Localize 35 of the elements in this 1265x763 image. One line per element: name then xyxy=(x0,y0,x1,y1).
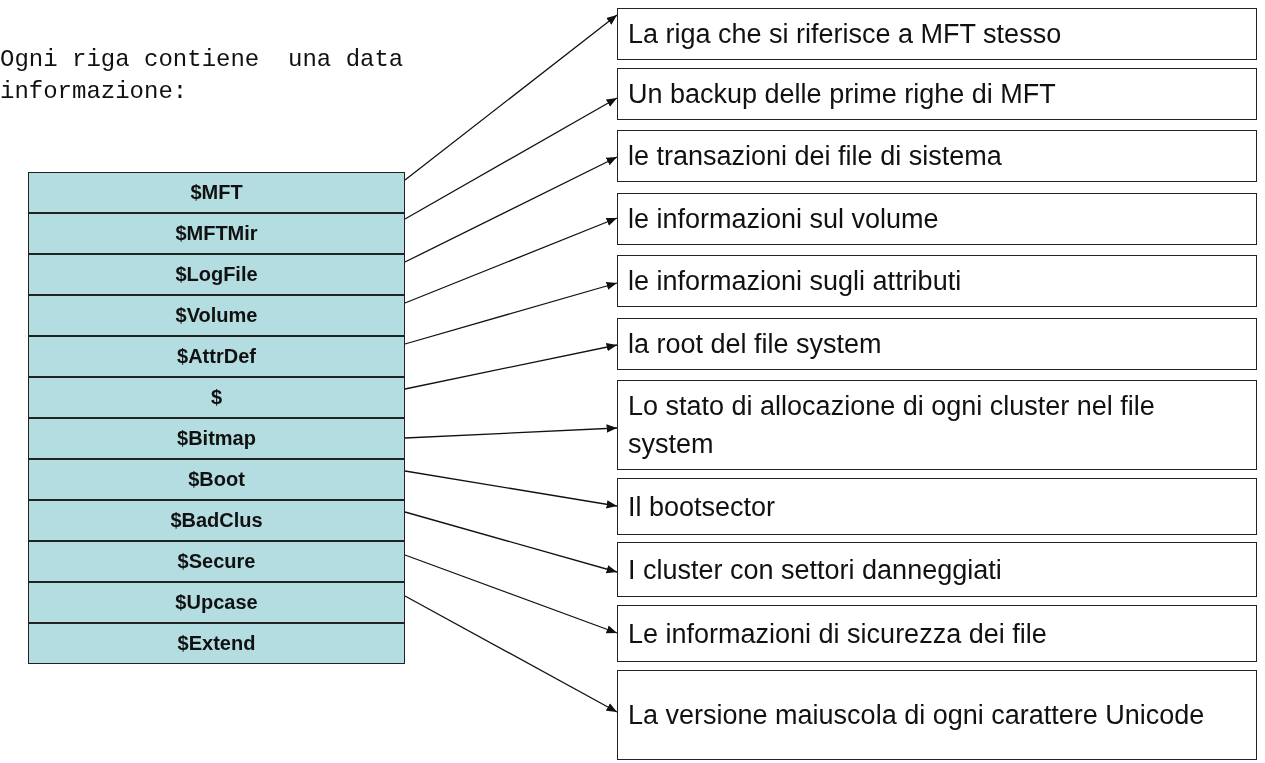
arrow xyxy=(404,470,618,509)
arrow xyxy=(404,14,618,181)
intro-text: Ogni riga contiene una data informazione: xyxy=(0,45,405,107)
table-row: $Upcase xyxy=(28,582,405,623)
arrow xyxy=(404,424,618,439)
arrow xyxy=(404,554,618,634)
arrow xyxy=(404,343,618,390)
description-box: I cluster con settori danneggiati xyxy=(617,542,1257,597)
arrow xyxy=(404,511,618,574)
description-box: Le informazioni di sicurezza dei file xyxy=(617,605,1257,662)
description-box: le informazioni sugli attributi xyxy=(617,255,1257,307)
arrow xyxy=(404,281,618,345)
table-row: $Volume xyxy=(28,295,405,336)
description-box: Un backup delle prime righe di MFT xyxy=(617,68,1257,120)
arrow xyxy=(404,595,618,713)
table-row: $Secure xyxy=(28,541,405,582)
description-box: Il bootsector xyxy=(617,478,1257,535)
arrow xyxy=(404,97,618,220)
table-row: $Boot xyxy=(28,459,405,500)
table-row: $MFT xyxy=(28,172,405,213)
table-row: $Extend xyxy=(28,623,405,664)
description-box: le informazioni sul volume xyxy=(617,193,1257,245)
arrow xyxy=(404,217,618,304)
description-box: La riga che si riferisce a MFT stesso xyxy=(617,8,1257,60)
description-box: le transazioni dei file di sistema xyxy=(617,130,1257,182)
description-box: Lo stato di allocazione di ogni cluster nel file system xyxy=(617,380,1257,470)
description-box: la root del file system xyxy=(617,318,1257,370)
table-row: $AttrDef xyxy=(28,336,405,377)
table-row: $LogFile xyxy=(28,254,405,295)
table-row: $ xyxy=(28,377,405,418)
description-box: La versione maiuscola di ogni carattere Unicode xyxy=(617,670,1257,760)
table-row: $MFTMir xyxy=(28,213,405,254)
arrow xyxy=(404,156,618,263)
table-row: $Bitmap xyxy=(28,418,405,459)
table-row: $BadClus xyxy=(28,500,405,541)
